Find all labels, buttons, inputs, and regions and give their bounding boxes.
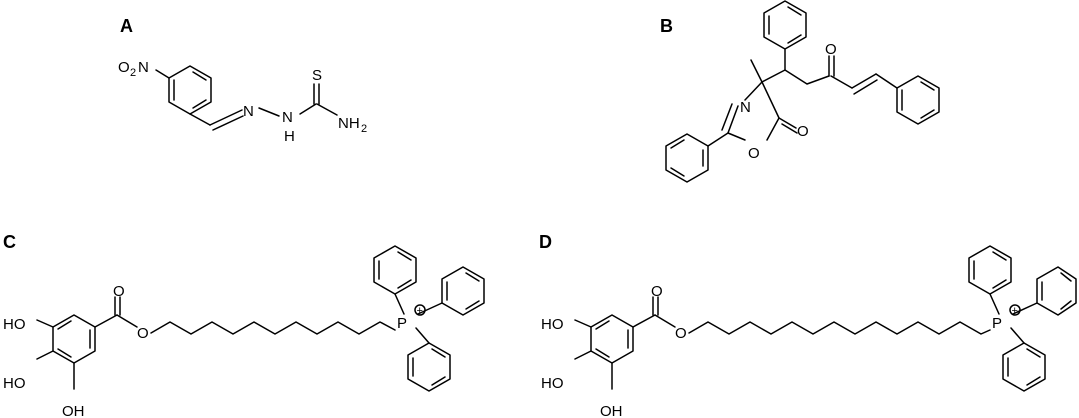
panel-label-c: C <box>3 232 16 252</box>
structure-b-ketone-double-bond <box>828 55 835 77</box>
structure-a-label-nh2: NH <box>338 115 360 132</box>
structure-a-label-sulfur: S <box>312 67 322 84</box>
structure-b-oxazolone-ring <box>721 81 798 141</box>
structure-a-label-hydrazine-h: H <box>284 128 295 145</box>
structure-c-label-oh-bottom: OH <box>62 403 85 418</box>
structure-c-bond-ring-carbonyl <box>94 314 118 328</box>
structure-c-label-ho-top: HO <box>3 316 26 333</box>
structure-a-label-o2n-o: O <box>118 59 130 76</box>
panel-label-b: B <box>660 16 673 36</box>
structure-d-ester-bond <box>654 314 676 328</box>
structure-d-label-plus: + <box>1012 305 1018 317</box>
structure-c-charge-circle <box>414 304 426 316</box>
structure-a-thiosemicarbazone-chain <box>189 83 338 131</box>
structure-b-bottom-phenyl <box>665 133 709 183</box>
structure-d-label-carbonyl-o: O <box>651 283 663 300</box>
structure-a-label-o2n-sub: 2 <box>130 67 136 79</box>
panel-label-a: A <box>120 16 133 36</box>
structure-c-hydroxyl-bonds <box>36 319 75 390</box>
structure-c-phenyl-bottom <box>407 327 451 392</box>
structure-b-top-phenyl <box>763 0 807 50</box>
structure-b-bond-ketone-vinyl <box>830 75 853 89</box>
structure-b-label-ring-o: O <box>748 145 760 162</box>
structure-b-label-exo-o: O <box>797 123 809 140</box>
structure-b-vinyl-double-bond <box>851 73 878 95</box>
structure-d-label-phosphorus: P <box>992 315 1002 332</box>
structure-a-benzene-ring <box>168 65 212 115</box>
structure-b-bond-vinyl-phenyl <box>875 73 898 89</box>
structure-b-label-ring-n: N <box>740 99 751 116</box>
structure-a-nitro-bond <box>155 69 170 79</box>
structure-d: D O O HO HO OH <box>539 232 1077 418</box>
structure-d-phenyl-top <box>968 245 1012 315</box>
structure-a-label-nh2-sub: 2 <box>361 123 367 135</box>
structure-b-right-phenyl <box>896 75 940 125</box>
structure-c-phenyl-right <box>417 266 485 316</box>
structure-d-label-oh-bottom: OH <box>600 403 623 418</box>
structure-b: B <box>660 0 940 183</box>
structure-c: C O O HO HO OH <box>3 232 485 418</box>
structure-c-label-ho-middle: HO <box>3 375 26 392</box>
panel-label-d: D <box>539 232 552 252</box>
structure-d-label-ester-o: O <box>675 325 687 342</box>
structure-b-bond-ch-quaternary <box>761 69 786 83</box>
structure-b-label-ketone-o: O <box>825 41 837 58</box>
structure-c-label-carbonyl-o: O <box>113 283 125 300</box>
structure-b-methyl-bond <box>750 59 763 83</box>
structure-d-label-ho-middle: HO <box>541 375 564 392</box>
structure-c-label-plus: + <box>417 305 423 317</box>
structure-d-hydroxyl-bonds <box>574 319 613 390</box>
structure-d-phenyl-right <box>1012 266 1077 316</box>
structure-d-gallate-ring <box>590 314 634 364</box>
structure-d-label-ho-top: HO <box>541 316 564 333</box>
structure-d-alkyl-chain <box>688 321 991 335</box>
structure-c-carbonyl-double-bond <box>114 296 121 316</box>
structure-a-label-o2n-n: N <box>138 59 149 76</box>
structure-c-gallate-ring <box>52 314 96 364</box>
structure-d-charge-circle <box>1009 304 1021 316</box>
structure-d-phenyl-bottom <box>1002 327 1046 392</box>
structure-c-phenyl-top <box>373 245 417 315</box>
structure-a-label-hydrazine-n: N <box>282 109 293 126</box>
structure-c-alkyl-chain <box>150 321 396 335</box>
structure-a: A O 2 N N N H S NH 2 <box>118 16 367 145</box>
structure-c-label-ester-o: O <box>137 325 149 342</box>
structure-b-bond-ring-phenyl <box>707 132 729 147</box>
structure-c-ester-bond <box>116 314 138 328</box>
structure-d-bond-ring-carbonyl <box>632 314 656 328</box>
structure-a-label-imine-n: N <box>243 103 254 120</box>
structure-c-label-phosphorus: P <box>397 315 407 332</box>
structure-d-carbonyl-double-bond <box>652 296 659 316</box>
structure-b-bond-ch2 <box>784 69 830 85</box>
